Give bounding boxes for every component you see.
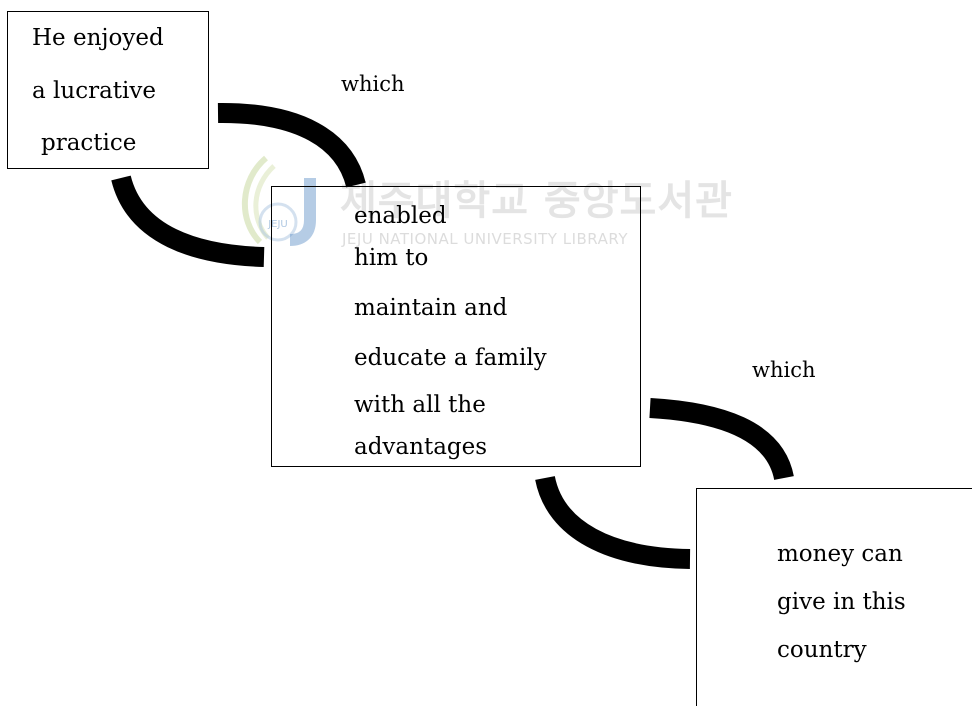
clause-line: enabled [354,203,447,229]
clause-line: a lucrative [32,78,156,104]
library-watermark: JEJU 제주대학교 중앙도서관 JEJU NATIONAL UNIVERSIT… [230,150,750,260]
connector-2-upper-curve [649,398,794,481]
clause-line: money can [777,541,903,567]
logo-text: JEJU [267,219,288,230]
watermark-english-title: JEJU NATIONAL UNIVERSITY LIBRARY [342,230,628,248]
clause-line: him to [354,245,429,271]
connector-1-upper-curve [217,102,366,188]
clause-box-main: He enjoyed a lucrative practice [7,11,209,169]
jeju-library-logo: JEJU [241,155,316,246]
clause-line: practice [41,130,137,156]
watermark-korean-title: 제주대학교 중앙도서관 [340,178,733,224]
connector-label-which: which [341,72,405,96]
clause-box-relative-1: enabled him to maintain and educate a fa… [271,186,641,467]
clause-line: educate a family [354,345,547,371]
clause-line: maintain and [354,295,508,321]
clause-line: He enjoyed [32,25,164,51]
connector-label-which: which [752,358,816,382]
clause-line: with all the [354,392,486,418]
clause-line: advantages [354,434,488,460]
clause-line: country [777,637,867,663]
connector-1-lower-curve [111,175,265,267]
clause-box-relative-2: money can give in this country [696,488,972,706]
connector-2-lower-curve [535,475,691,569]
clause-line: give in this [777,589,906,615]
